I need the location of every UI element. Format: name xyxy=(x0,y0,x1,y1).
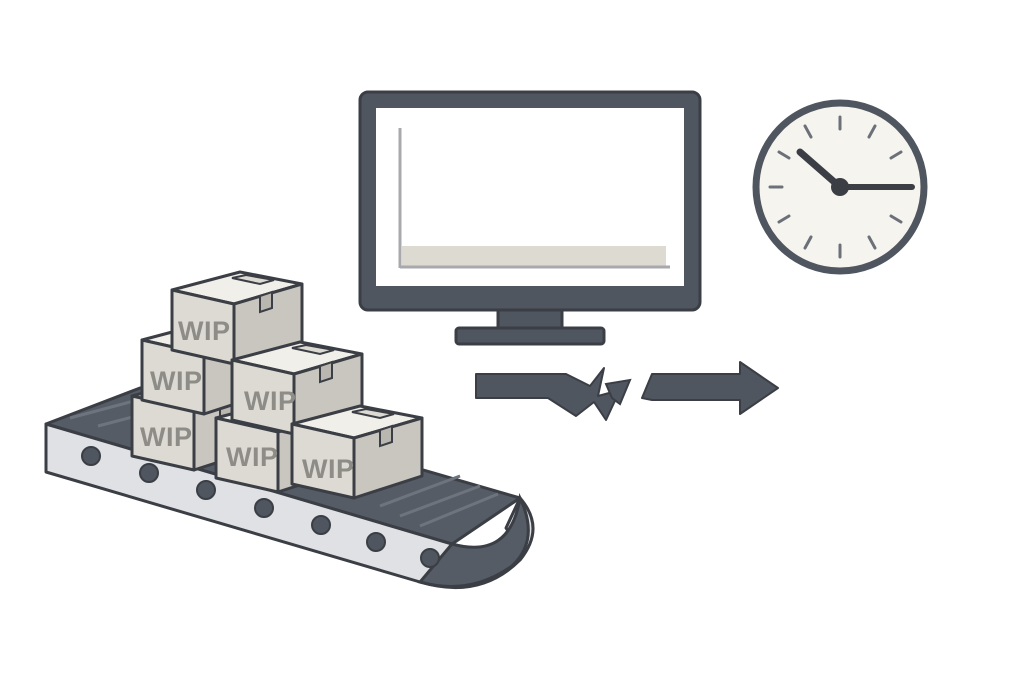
arrow-right-icon xyxy=(641,361,779,415)
box-label: WIP xyxy=(178,316,231,346)
box-icon: WIP xyxy=(170,270,304,366)
box-label: WIP xyxy=(226,442,279,472)
box-label: WIP xyxy=(244,386,297,416)
box-icon: WIP xyxy=(230,340,364,436)
roller-icon xyxy=(366,532,386,552)
box-label: WIP xyxy=(302,454,355,484)
box-icon: WIP xyxy=(140,320,274,416)
broken-arrow-icon xyxy=(475,367,632,421)
roller-icon xyxy=(254,498,274,518)
wip-box-stack: WIP WIP WIP WIP WIP xyxy=(130,270,424,500)
box-icon: WIP xyxy=(290,404,424,500)
box-label: WIP xyxy=(150,366,203,396)
box-icon: WIP xyxy=(130,376,264,472)
box-icon: WIP xyxy=(214,398,348,494)
roller-icon xyxy=(139,463,159,483)
box-label: WIP xyxy=(140,422,193,452)
roller-icon xyxy=(196,480,216,500)
roller-icon xyxy=(420,548,440,568)
clock-icon xyxy=(752,99,928,275)
roller-icon xyxy=(311,515,331,535)
monitor-icon xyxy=(358,90,702,346)
roller-icon xyxy=(81,446,101,466)
empty-chart-icon xyxy=(398,128,670,269)
